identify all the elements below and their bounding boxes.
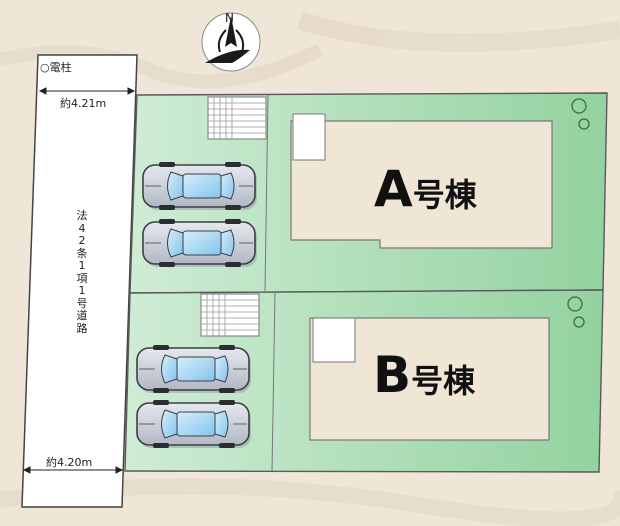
- utility-pole-label: ○電柱: [40, 61, 72, 74]
- building-a-letter: A: [374, 160, 413, 218]
- car-a2: [142, 218, 258, 268]
- compass-icon: N: [201, 11, 261, 72]
- tree-a: [571, 98, 590, 130]
- compass-north-label: N: [225, 11, 234, 25]
- tree-b: [567, 296, 585, 328]
- stairs-a: [207, 96, 267, 140]
- car-b1: [136, 344, 252, 394]
- building-b-porch: [312, 317, 356, 363]
- parking-divider-a: [264, 93, 269, 292]
- building-b-suffix: 号棟: [411, 362, 476, 400]
- road: [21, 54, 138, 508]
- stairs-b: [200, 293, 260, 337]
- building-b-label: B号棟: [373, 346, 475, 404]
- building-a-porch: [292, 113, 326, 161]
- building-b-letter: B: [373, 346, 412, 404]
- car-a1: [142, 161, 258, 211]
- parking-divider-b: [271, 291, 276, 472]
- building-a-label: A号棟: [374, 160, 477, 218]
- building-a: [290, 120, 553, 249]
- road-width-bottom-marker: [22, 466, 124, 474]
- road-width-top: 約4.21m: [60, 97, 107, 110]
- road-width-top-marker: [38, 87, 136, 95]
- car-b2: [136, 399, 252, 449]
- road-label: 法42条1項1号道路: [76, 209, 88, 335]
- building-a-suffix: 号棟: [412, 176, 477, 214]
- road-width-bottom: 約4.20m: [46, 456, 93, 469]
